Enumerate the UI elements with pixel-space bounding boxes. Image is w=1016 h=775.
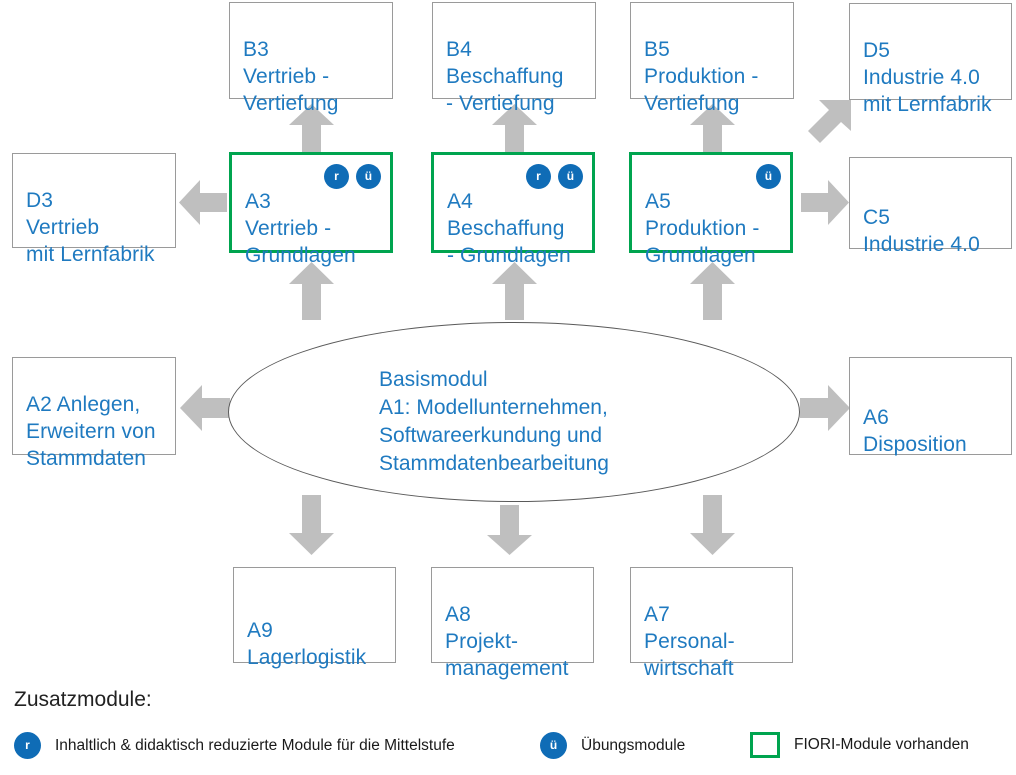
node-a3[interactable]: A3 Vertrieb - Grundlagen r ü xyxy=(229,152,393,267)
arrow-down-a1-a8 xyxy=(487,505,532,555)
node-a5-badges: ü xyxy=(756,164,781,189)
arrow-up-a1-a4 xyxy=(492,262,537,320)
fiori-swatch-icon xyxy=(750,732,780,758)
node-a4-text: A4 Beschaffung - Grundlagen xyxy=(447,190,571,267)
node-a3-text: A3 Vertrieb - Grundlagen xyxy=(245,190,356,267)
node-a6-text: A6 Disposition xyxy=(863,406,967,456)
node-a9-text: A9 Lagerlogistik xyxy=(247,619,367,669)
arrow-right-a5-c5 xyxy=(801,180,849,225)
legend-title: Zusatzmodule: xyxy=(14,688,152,711)
arrow-right-a1-a6 xyxy=(800,385,850,431)
legend-item-fiori: FIORI-Module vorhanden xyxy=(750,732,969,758)
node-a3-badges: r ü xyxy=(324,164,381,189)
arrow-left-a1-a2 xyxy=(180,385,230,431)
node-a4-badges: r ü xyxy=(526,164,583,189)
node-d5-text: D5 Industrie 4.0 mit Lernfabrik xyxy=(863,39,992,116)
node-a7-text: A7 Personal- wirtschaft xyxy=(644,603,735,680)
badge-reduziert-icon: r xyxy=(14,732,41,759)
legend-label-uebung: Übungsmodule xyxy=(581,736,686,754)
arrow-up-a3-b3 xyxy=(289,104,334,152)
node-d5[interactable]: D5 Industrie 4.0 mit Lernfabrik xyxy=(849,3,1012,116)
node-a2[interactable]: A2 Anlegen, Erweitern von Stammdaten xyxy=(12,357,176,470)
legend-item-reduziert: r Inhaltlich & didaktisch reduzierte Mod… xyxy=(14,732,455,759)
arrow-diagonal-a5-d5 xyxy=(797,98,853,154)
badge-uebung-icon: ü xyxy=(356,164,381,189)
node-a5-text: A5 Produktion - Grundlagen xyxy=(645,190,760,267)
node-a1-text: Basismodul A1: Modellunternehmen, Softwa… xyxy=(379,368,609,475)
node-a5[interactable]: A5 Produktion - Grundlagen ü xyxy=(629,152,793,267)
arrow-left-a3-d3 xyxy=(179,180,227,225)
node-b5[interactable]: B5 Produktion - Vertiefung xyxy=(630,2,794,115)
legend-item-uebung: ü Übungsmodule xyxy=(540,732,685,759)
node-b4-text: B4 Beschaffung - Vertiefung xyxy=(446,38,564,115)
badge-uebung-icon: ü xyxy=(558,164,583,189)
arrow-up-a4-b4 xyxy=(492,104,537,152)
badge-uebung-icon: ü xyxy=(540,732,567,759)
arrow-up-a5-b5 xyxy=(690,104,735,152)
node-d3-text: D3 Vertrieb mit Lernfabrik xyxy=(26,189,155,266)
badge-uebung-icon: ü xyxy=(756,164,781,189)
node-a6[interactable]: A6 Disposition xyxy=(849,357,1012,456)
legend-label-fiori: FIORI-Module vorhanden xyxy=(794,736,969,753)
node-b5-text: B5 Produktion - Vertiefung xyxy=(644,38,759,115)
node-a8-text: A8 Projekt- management xyxy=(445,603,569,680)
legend-row: r Inhaltlich & didaktisch reduzierte Mod… xyxy=(0,730,1016,772)
legend-label-reduziert: Inhaltlich & didaktisch reduzierte Modul… xyxy=(55,736,455,754)
node-a7[interactable]: A7 Personal- wirtschaft xyxy=(630,567,793,680)
node-a8[interactable]: A8 Projekt- management xyxy=(431,567,594,680)
badge-reduziert-icon: r xyxy=(526,164,551,189)
node-a2-text: A2 Anlegen, Erweitern von Stammdaten xyxy=(26,393,156,470)
node-a1-basismodul[interactable]: Basismodul A1: Modellunternehmen, Softwa… xyxy=(228,322,800,502)
node-b4[interactable]: B4 Beschaffung - Vertiefung xyxy=(432,2,596,115)
badge-reduziert-icon: r xyxy=(324,164,349,189)
node-d3[interactable]: D3 Vertrieb mit Lernfabrik xyxy=(12,153,176,266)
node-c5-text: C5 Industrie 4.0 xyxy=(863,206,980,256)
arrow-up-a1-a3 xyxy=(289,262,334,320)
node-b3-text: B3 Vertrieb - Vertiefung xyxy=(243,38,339,115)
arrow-down-a1-a7 xyxy=(690,495,735,555)
node-c5[interactable]: C5 Industrie 4.0 xyxy=(849,157,1012,256)
node-b3[interactable]: B3 Vertrieb - Vertiefung xyxy=(229,2,393,115)
node-a9[interactable]: A9 Lagerlogistik xyxy=(233,567,396,669)
arrow-down-a1-a9 xyxy=(289,495,334,555)
node-a4[interactable]: A4 Beschaffung - Grundlagen r ü xyxy=(431,152,595,267)
arrow-up-a1-a5 xyxy=(690,262,735,320)
